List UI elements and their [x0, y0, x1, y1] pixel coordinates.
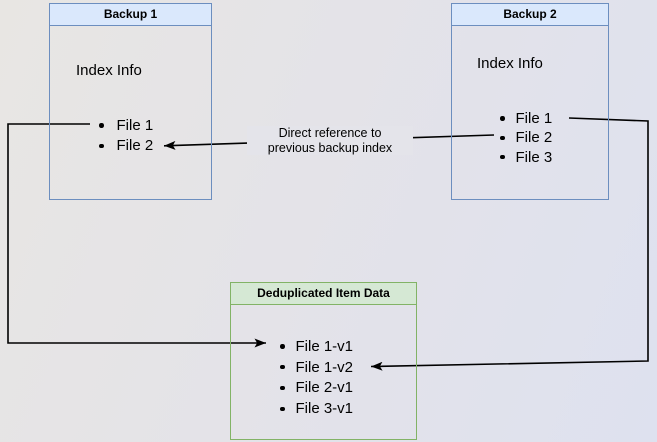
file-label: File 1-v1 — [295, 337, 354, 355]
bullet-icon — [280, 364, 285, 370]
list-item: File 1 — [500, 109, 552, 128]
backup1-title: Backup 1 — [50, 4, 211, 26]
backup1-box: Backup 1 Index Info File 1 File 2 — [49, 3, 212, 200]
dedup-title: Deduplicated Item Data — [231, 283, 416, 305]
bullet-icon — [280, 344, 285, 349]
bullet-icon — [99, 143, 104, 148]
bullet-icon — [280, 406, 285, 412]
annotation-line1: Direct reference to — [278, 126, 382, 140]
annotation-line2: previous backup index — [267, 140, 393, 155]
backup1-index-info-label: Index Info — [76, 62, 142, 79]
list-item: File 2 — [99, 136, 153, 157]
bullet-icon — [99, 123, 104, 128]
list-item: File 3 — [500, 148, 552, 167]
file-label: File 3 — [515, 148, 553, 166]
backup2-box: Backup 2 Index Info File 1 File 2 File 3 — [451, 3, 609, 200]
file-label: File 2-v1 — [295, 379, 354, 397]
list-item: File 2 — [500, 128, 552, 147]
list-item: File 2-v1 — [280, 378, 353, 399]
bullet-icon — [500, 116, 505, 121]
backup2-index-info-label: Index Info — [477, 55, 543, 72]
list-item: File 1 — [99, 115, 153, 136]
list-item: File 3-v1 — [280, 398, 353, 419]
bullet-icon — [500, 135, 505, 141]
list-item: File 1-v1 — [280, 336, 353, 357]
dedup-file-list: File 1-v1 File 1-v2 File 2-v1 File 3-v1 — [280, 336, 353, 419]
deduplicated-item-data-box: Deduplicated Item Data File 1-v1 File 1-… — [230, 282, 417, 440]
file-label: File 1 — [515, 110, 553, 128]
direct-reference-annotation: Direct reference to previous backup inde… — [247, 126, 413, 155]
file-label: File 1 — [116, 116, 154, 134]
backup2-title: Backup 2 — [452, 4, 608, 26]
file-label: File 1-v2 — [295, 358, 354, 376]
bullet-icon — [280, 385, 285, 391]
bullet-icon — [500, 154, 505, 160]
file-label: File 3-v1 — [295, 400, 354, 418]
backup1-file-list: File 1 File 2 — [99, 115, 153, 156]
backup2-file-list: File 1 File 2 File 3 — [500, 109, 552, 167]
file-label: File 2 — [116, 137, 154, 155]
list-item: File 1-v2 — [280, 357, 353, 378]
file-label: File 2 — [515, 129, 553, 147]
